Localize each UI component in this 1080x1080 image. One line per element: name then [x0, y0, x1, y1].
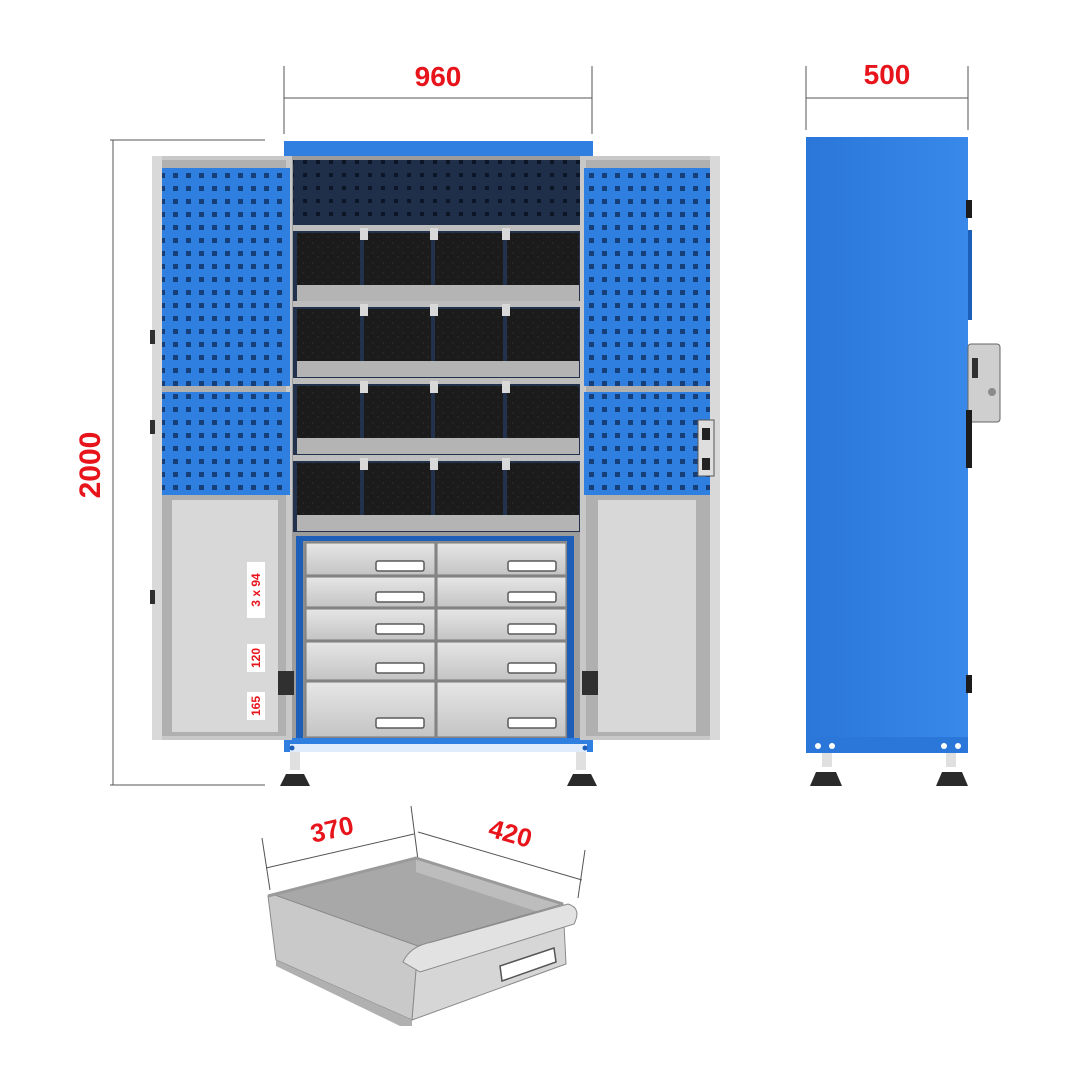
lock-icon — [697, 419, 715, 477]
loose-drawer-illustration — [267, 856, 578, 1026]
dim-label-front-width: 960 — [415, 61, 462, 92]
dimension-lines — [110, 66, 969, 899]
bin-shelves — [293, 225, 582, 531]
side-handle-icon — [966, 343, 1001, 468]
hinge-icon — [150, 330, 294, 695]
dim-label-height: 2000 — [74, 432, 107, 499]
cabinet-front-view — [150, 141, 720, 786]
left-door — [150, 156, 294, 740]
leveling-foot-icon — [810, 753, 968, 786]
cabinet-side-view — [806, 137, 1001, 786]
drawer-handle-icon — [499, 947, 557, 983]
right-door — [580, 156, 720, 740]
dim-label-drawer-depth: 420 — [485, 813, 535, 854]
drawer-handle-icon — [375, 560, 557, 729]
drawer-height-medium: 120 — [249, 648, 263, 668]
drawer-block — [296, 536, 574, 742]
hinge-icon — [582, 671, 598, 695]
leveling-foot-icon — [280, 752, 597, 786]
dim-label-drawer-width: 370 — [307, 810, 356, 849]
dim-label-side-depth: 500 — [864, 59, 911, 90]
drawer-height-small: 3 x 94 — [249, 573, 263, 607]
drawer-height-labels: 3 x 94 120 165 — [247, 562, 265, 720]
drawer-height-large: 165 — [249, 696, 263, 716]
